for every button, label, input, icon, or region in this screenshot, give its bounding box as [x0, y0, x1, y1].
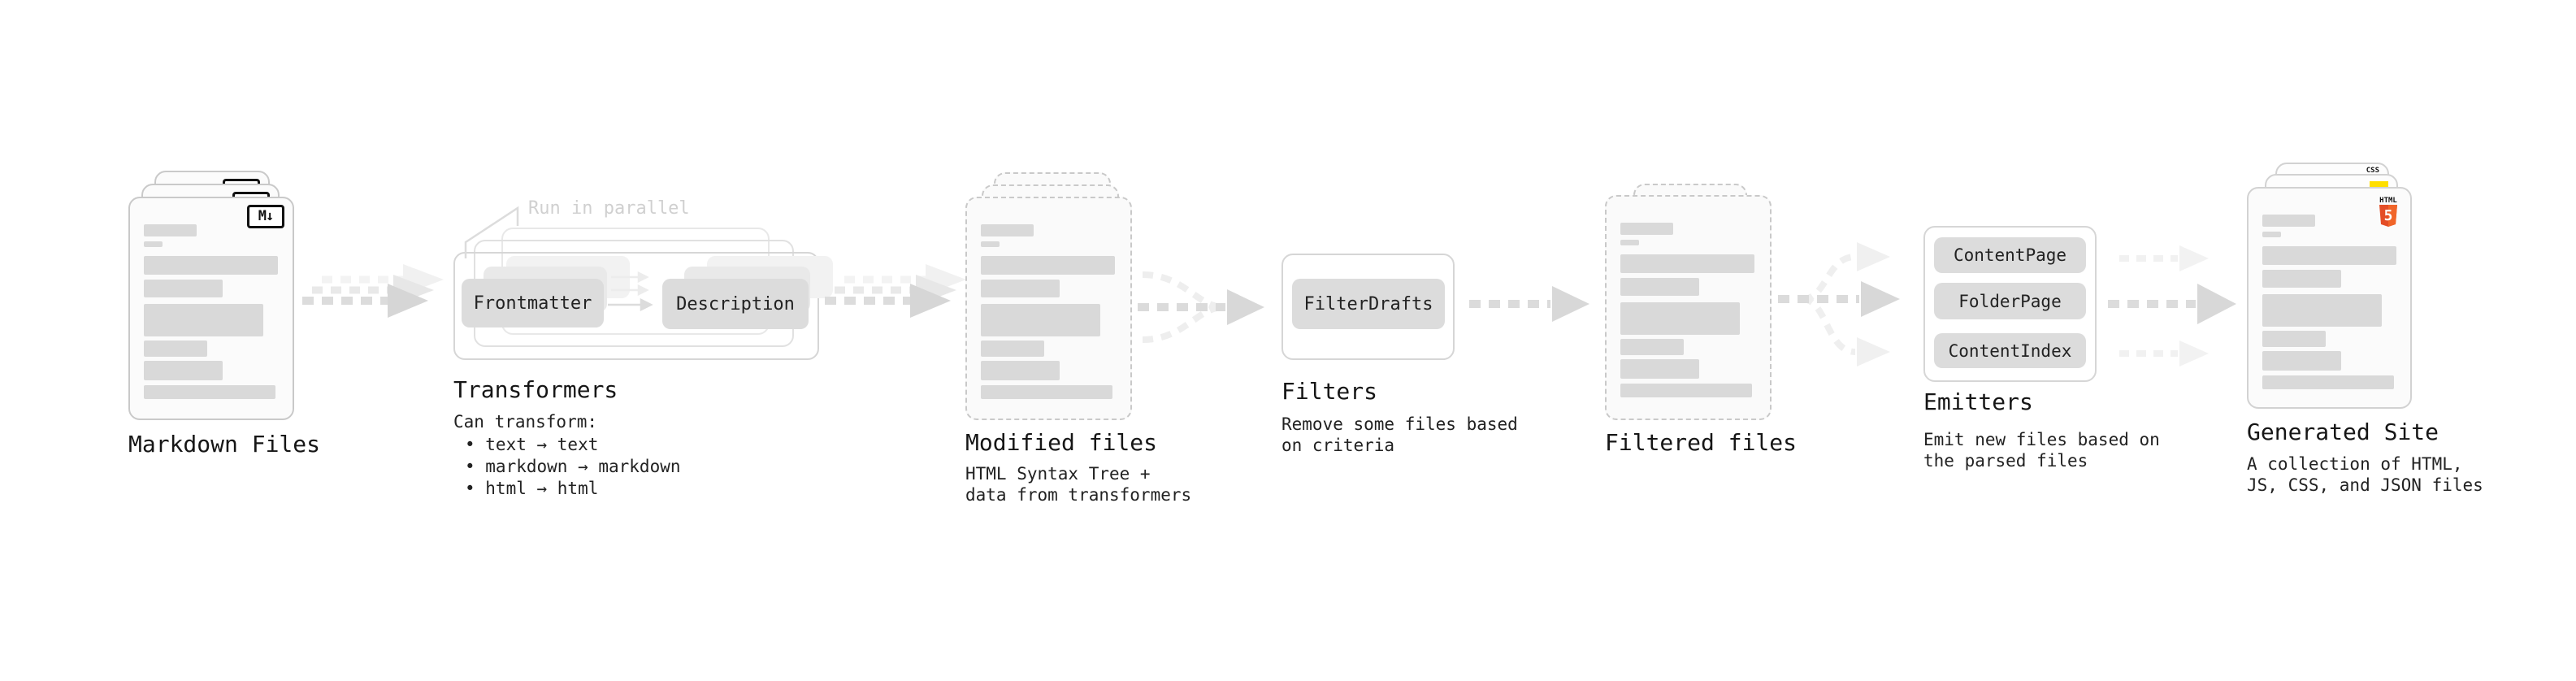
transformer-pill-description: Description: [662, 279, 809, 329]
filtered-files-label: Filtered files: [1605, 429, 1798, 456]
transformers-bullet-3: • html → html: [465, 479, 599, 498]
filters-caption-2: on criteria: [1281, 436, 1395, 455]
pill-to-pill-arrows: [608, 271, 653, 312]
arrow-emitters-middle: [2108, 284, 2236, 324]
emitter-pill-folderpage: FolderPage: [1934, 283, 2086, 319]
note-leader-line: [464, 206, 519, 258]
html5-icon: HTML 5: [2379, 197, 2397, 227]
transformers-box-front: [453, 252, 819, 360]
transformers-bullet-1: • text → text: [465, 435, 599, 454]
markdown-file-front: M↓: [128, 197, 294, 420]
filters-caption-1: Remove some files based: [1281, 414, 1518, 434]
modified-files-label: Modified files: [965, 429, 1158, 456]
javascript-icon: [2370, 181, 2388, 189]
svg-text:HTML: HTML: [2379, 197, 2397, 205]
arrow-emitters-bottom: [2119, 340, 2209, 367]
generated-site-label: Generated Site: [2247, 419, 2439, 445]
emitter-pill-contentpage: ContentPage: [1934, 237, 2086, 273]
modified-files-caption-2: data from transformers: [965, 485, 1192, 505]
arrow-filtered-to-emitters: [1778, 242, 1900, 367]
filtered-file-front: [1605, 195, 1772, 420]
filters-label: Filters: [1281, 378, 1378, 405]
transformers-bullet-2: • markdown → markdown: [465, 457, 681, 476]
filter-pill-filterdrafts: FilterDrafts: [1292, 279, 1445, 329]
run-in-parallel-note: Run in parallel: [528, 198, 690, 219]
emitters-caption-2: the parsed files: [1923, 451, 2088, 471]
arrow-transformers-to-modified: [825, 264, 966, 318]
svg-text:5: 5: [2384, 207, 2393, 224]
doc-placeholder-lines: [144, 224, 278, 399]
doc-placeholder-lines: [1620, 223, 1754, 397]
transformers-label: Transformers: [453, 376, 618, 403]
arrow-markdown-to-transformers: [302, 264, 444, 318]
modified-file-front: [965, 197, 1132, 420]
markdown-files-label: Markdown Files: [128, 431, 321, 458]
emitters-caption-1: Emit new files based on: [1923, 430, 2160, 449]
css-icon: CSS: [2366, 167, 2379, 178]
transformer-pill-frontmatter: Frontmatter: [462, 279, 604, 327]
arrow-emitters-top: [2119, 245, 2209, 271]
markdown-icon: M↓: [247, 205, 284, 228]
emitters-label: Emitters: [1923, 388, 2033, 415]
doc-placeholder-lines: [981, 224, 1115, 399]
generated-file-front: HTML 5: [2247, 187, 2412, 409]
generated-site-caption-2: JS, CSS, and JSON files: [2247, 475, 2483, 495]
doc-placeholder-lines: [2262, 215, 2396, 389]
modified-files-caption-1: HTML Syntax Tree +: [965, 464, 1151, 484]
arrow-modified-to-filters: [1138, 271, 1264, 343]
arrow-filters-to-filtered: [1469, 286, 1589, 322]
generated-site-caption-1: A collection of HTML,: [2247, 454, 2463, 474]
transformers-caption-title: Can transform:: [453, 412, 598, 432]
emitter-pill-contentindex: ContentIndex: [1934, 333, 2086, 368]
